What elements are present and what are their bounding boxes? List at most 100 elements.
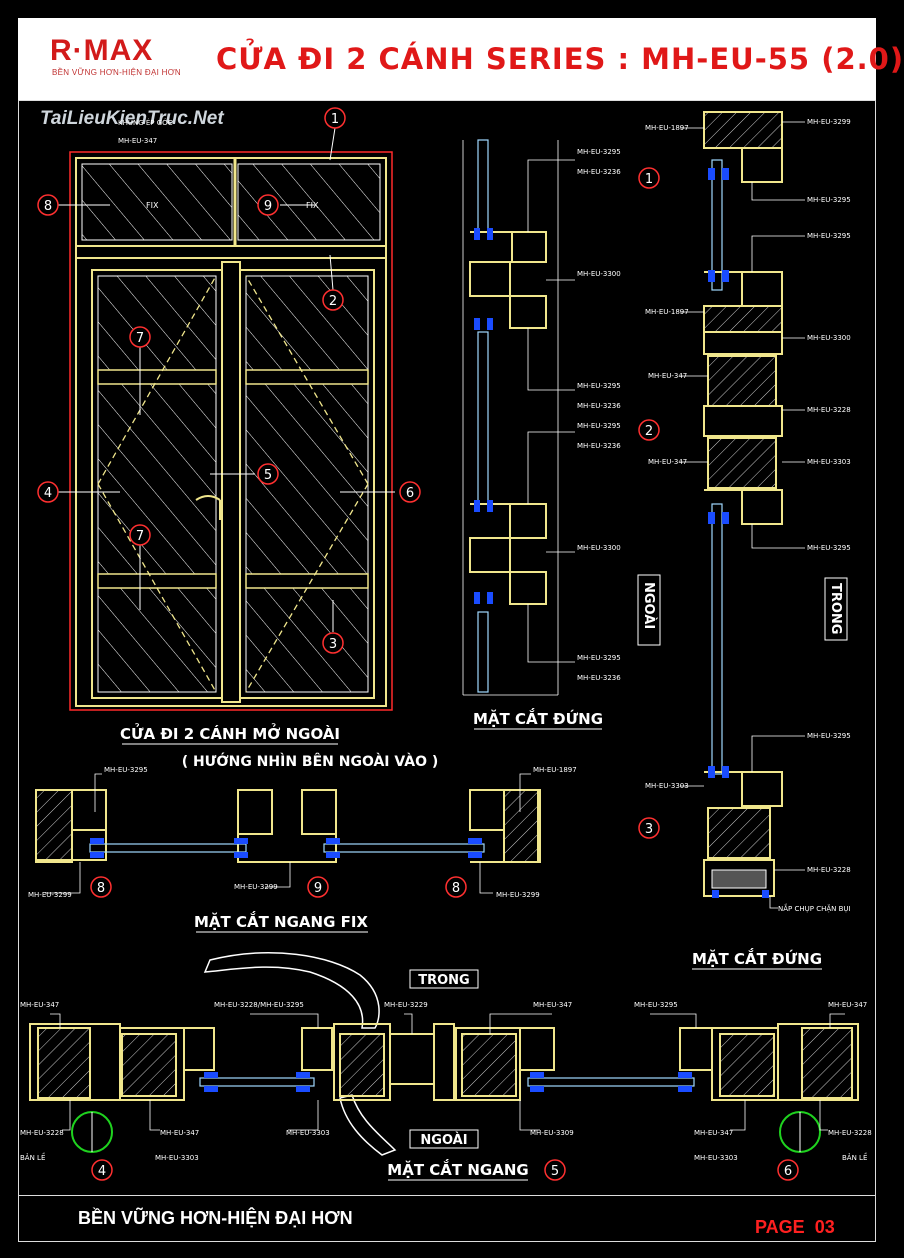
vsr-code-r5: MH-EU-3228: [807, 406, 851, 414]
hsec-code-top-5: MH-EU-3295: [634, 1001, 678, 1009]
vertical-section-right: [703, 111, 783, 898]
footer-slogan: BỀN VỮNG HƠN-HIỆN ĐẠI HƠN: [78, 1208, 353, 1228]
label-inside: TRONG: [828, 583, 843, 634]
drawing-frame: [18, 100, 876, 1242]
door-elevation: [69, 151, 393, 711]
vsr-marker-3: 3: [645, 822, 653, 837]
hsec-code-bottom-4: MH-EU-3303: [286, 1129, 330, 1137]
marker-4: 4: [44, 486, 52, 501]
fix-code-top-2: MH-EU-1897: [533, 766, 577, 774]
dust-cap-note: NẮP CHỤP CHẶN BỤI: [778, 903, 851, 913]
vsr-code-r1: MH-EU-3299: [807, 118, 851, 126]
vsl-code-9: MH-EU-3295: [577, 654, 621, 662]
hsec-code-bottom-2: MH-EU-347: [160, 1129, 199, 1137]
marker-7b: 7: [136, 529, 144, 544]
vsr-marker-1: 1: [645, 172, 653, 187]
horizontal-section-caption: MẶT CẮT NGANG: [387, 1158, 528, 1179]
hsec-marker-4: 4: [98, 1164, 106, 1179]
hsec-code-bottom-1: MH-EU-3228: [20, 1129, 64, 1137]
vsr-code-l5: MH-EU-3303: [645, 782, 689, 790]
marker-7a: 7: [136, 331, 144, 346]
vsr-code-r6: MH-EU-3303: [807, 458, 851, 466]
vsr-code-l4: MH-EU-347: [648, 458, 687, 466]
vsr-marker-2: 2: [645, 424, 653, 439]
elevation-markers: 1 2 3 4 5 6 7 7 8 9: [37, 107, 421, 654]
page-indicator: PAGE 03: [755, 1217, 835, 1238]
horizontal-section-leaders: [50, 1013, 845, 1131]
vsl-code-10: MH-EU-3236: [577, 674, 621, 682]
fix-label-right: FIX: [306, 201, 319, 210]
hsec-code-bottom-6: MH-EU-347: [694, 1129, 733, 1137]
marker-5: 5: [264, 468, 272, 483]
vsr-code-l3: MH-EU-347: [648, 372, 687, 380]
fix-section-leaders: [45, 773, 531, 894]
vsl-code-7: MH-EU-3236: [577, 442, 621, 450]
hsec-code-top-1: MH-EU-347: [20, 1001, 59, 1009]
elevation-leaders: [56, 127, 395, 632]
vsr-code-r7: MH-EU-3295: [807, 544, 851, 552]
vsr-code-r3: MH-EU-3295: [807, 232, 851, 240]
hsec-code-top-3: MH-EU-3229: [384, 1001, 428, 1009]
fix-label-left: FIX: [146, 201, 159, 210]
vsl-code-2: MH-EU-3236: [577, 168, 621, 176]
vertical-section-right-caption: MẶT CẮT ĐỨNG: [692, 947, 822, 968]
label-outside: NGOÀI: [641, 582, 657, 629]
corner-note-code: MH-EU-347: [118, 137, 157, 145]
elevation-subcaption: ( HƯỚNG NHÌN BÊN NGOÀI VÀO ): [182, 752, 439, 770]
drawing-title: CỬA ĐI 2 CÁNH SERIES : MH-EU-55 (2.0): [216, 42, 904, 76]
hsec-label-inside: TRONG: [418, 973, 469, 988]
hsec-marker-5: 5: [551, 1164, 559, 1179]
vertical-section-left: [462, 139, 559, 696]
fix-section: [35, 789, 541, 863]
horizontal-section-markers: 4 5 6: [91, 1159, 799, 1181]
vsl-code-8: MH-EU-3300: [577, 544, 621, 552]
fix-section-markers: 8 9 8: [90, 876, 467, 898]
vertical-section-left-leaders: [527, 159, 575, 663]
marker-8: 8: [44, 199, 52, 214]
fix-code-bottom-1: MH-EU-3299: [28, 891, 72, 899]
watermark: TaiLieuKienTruc.Net: [40, 108, 224, 129]
hsec-code-bottom-3: MH-EU-3303: [155, 1154, 199, 1162]
hsec-code-top-4: MH-EU-347: [533, 1001, 572, 1009]
fix-section-caption: MẶT CẮT NGANG FIX: [194, 910, 368, 931]
brand-tagline: BỀN VỮNG HƠN-HIỆN ĐẠI HƠN: [52, 68, 181, 77]
vsr-code-l2: MH-EU-1897: [645, 308, 689, 316]
fix-code-bottom-2: MH-EU-3299: [234, 883, 278, 891]
marker-6: 6: [406, 486, 414, 501]
vsr-code-r9: MH-EU-3228: [807, 866, 851, 874]
vsl-code-5: MH-EU-3236: [577, 402, 621, 410]
vertical-section-left-caption: MẶT CẮT ĐỨNG: [473, 707, 603, 728]
elevation-caption: CỬA ĐI 2 CÁNH MỞ NGOÀI: [120, 722, 340, 743]
vsr-code-l1: MH-EU-1897: [645, 124, 689, 132]
hsec-label-outside: NGOÀI: [420, 1132, 467, 1148]
marker-2: 2: [329, 294, 337, 309]
hsec-code-bottom-5: MH-EU-3309: [530, 1129, 574, 1137]
horizontal-section: [29, 952, 859, 1156]
marker-1: 1: [331, 112, 339, 127]
hinge-label-left: BẢN LỀ: [20, 1152, 45, 1162]
fix-code-bottom-3: MH-EU-3299: [496, 891, 540, 899]
hsec-code-top-6: MH-EU-347: [828, 1001, 867, 1009]
fix-marker-8a: 8: [97, 881, 105, 896]
vertical-section-right-markers: 1 2 3: [638, 167, 660, 839]
vsr-code-r8: MH-EU-3295: [807, 732, 851, 740]
fix-code-top-1: MH-EU-3295: [104, 766, 148, 774]
hsec-code-top-2: MH-EU-3228/MH-EU-3295: [214, 1001, 304, 1009]
title-block: R·MAX BỀN VỮNG HƠN-HIỆN ĐẠI HƠN CỬA ĐI 2…: [18, 18, 903, 100]
vertical-section-right-leaders: [680, 121, 805, 909]
vsr-code-r4: MH-EU-3300: [807, 334, 851, 342]
vsl-code-6: MH-EU-3295: [577, 422, 621, 430]
hsec-code-bottom-8: MH-EU-3228: [828, 1129, 872, 1137]
marker-9: 9: [264, 199, 272, 214]
brand-logo: R·MAX: [50, 34, 154, 67]
footer-rule: [18, 1195, 876, 1196]
vsl-code-3: MH-EU-3300: [577, 270, 621, 278]
fix-marker-8b: 8: [452, 881, 460, 896]
corner-note: KHUNG ÉP GÓC: [118, 118, 173, 127]
page-label: PAGE: [755, 1217, 805, 1237]
vsr-code-r2: MH-EU-3295: [807, 196, 851, 204]
fix-marker-9: 9: [314, 881, 322, 896]
page-number: 03: [814, 1217, 835, 1237]
